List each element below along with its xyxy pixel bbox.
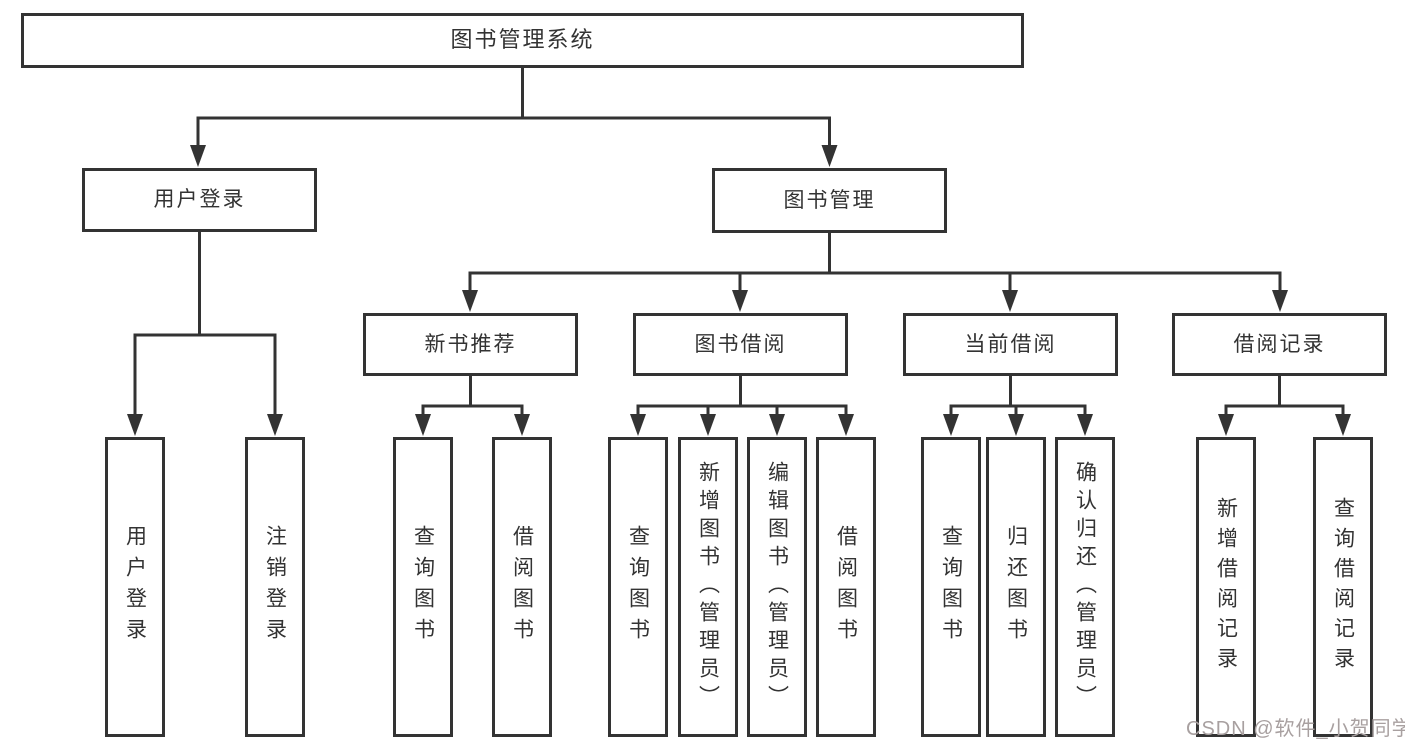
leaf-user-login: 用户登录 xyxy=(105,437,165,737)
leaf-query-books: 查询图书 xyxy=(921,437,981,737)
node-new-book-recommend: 新书推荐 xyxy=(363,313,578,376)
node-book-management: 图书管理 xyxy=(712,168,947,233)
leaf-borrow-books: 借阅图书 xyxy=(816,437,876,737)
arrowheads xyxy=(127,145,1351,436)
leaf-confirm-return-admin: 确认归还（管理员） xyxy=(1055,437,1115,737)
leaf-edit-books-admin: 编辑图书（管理员） xyxy=(747,437,807,737)
leaf-query-books: 查询图书 xyxy=(608,437,668,737)
leaf-return-books: 归还图书 xyxy=(986,437,1046,737)
node-borrow-records: 借阅记录 xyxy=(1172,313,1387,376)
leaf-query-books: 查询图书 xyxy=(393,437,453,737)
node-current-borrow: 当前借阅 xyxy=(903,313,1118,376)
leaf-borrow-books: 借阅图书 xyxy=(492,437,552,737)
node-book-borrow: 图书借阅 xyxy=(633,313,848,376)
node-user-login: 用户登录 xyxy=(82,168,317,232)
leaf-add-borrow-record: 新增借阅记录 xyxy=(1196,437,1256,737)
leaf-logout: 注销登录 xyxy=(245,437,305,737)
leaf-add-books-admin: 新增图书（管理员） xyxy=(678,437,738,737)
leaf-query-borrow-record: 查询借阅记录 xyxy=(1313,437,1373,737)
csdn-watermark: CSDN @软件_小贺同学 xyxy=(1186,718,1405,740)
node-root-system: 图书管理系统 xyxy=(21,13,1024,68)
